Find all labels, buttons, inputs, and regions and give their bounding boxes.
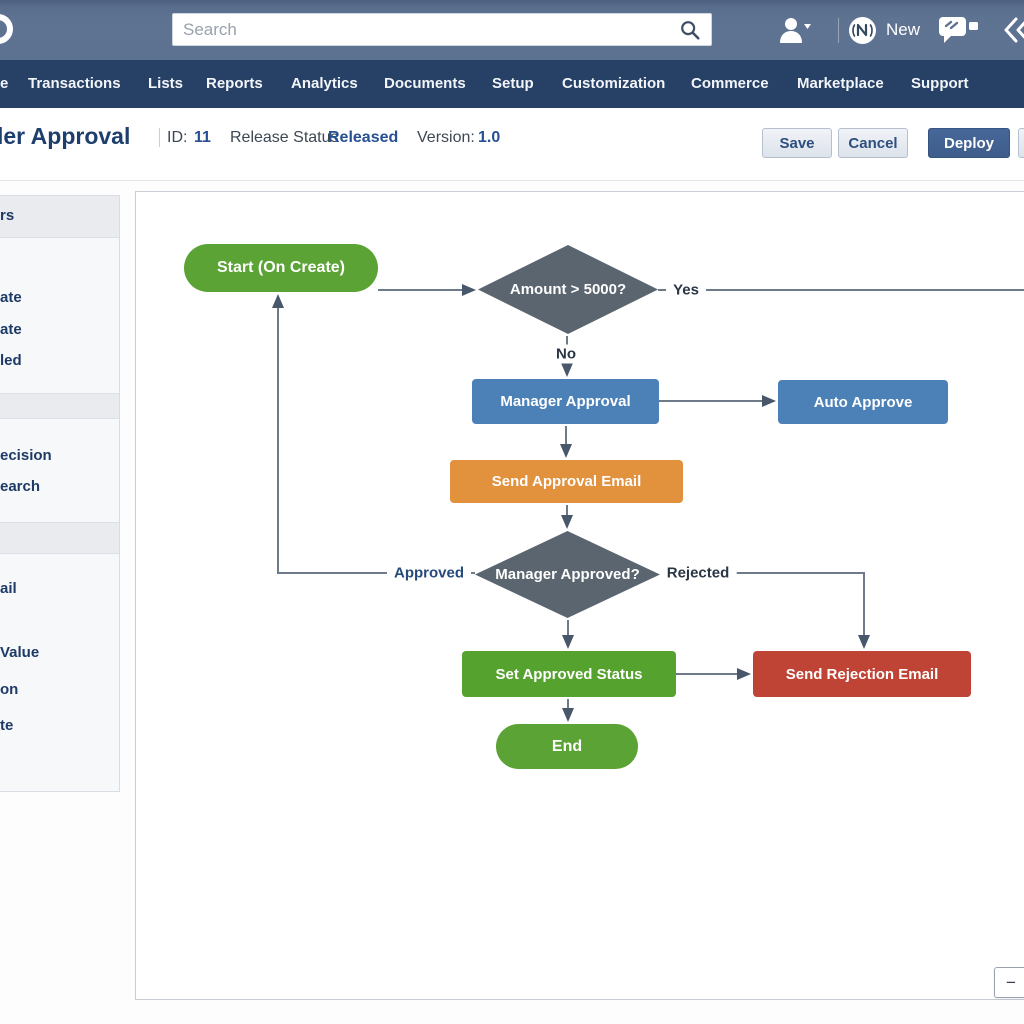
nav-tab-fragment[interactable]: e [0, 75, 9, 92]
sidebar-item[interactable]: ecision [0, 447, 52, 464]
version-value: 1.0 [478, 129, 501, 146]
search-icon[interactable] [679, 19, 701, 41]
cancel-button[interactable]: Cancel [838, 128, 908, 158]
release-status-label: Release Status [230, 129, 339, 146]
edge-label-rejected: Rejected [659, 563, 737, 583]
edge-approved-loop [272, 294, 475, 574]
edge-label-no: No [549, 344, 583, 364]
sidebar-section-header: rs [0, 196, 119, 238]
edge-label-approved: Approved [386, 563, 472, 583]
deploy-button[interactable]: Deploy [928, 128, 1010, 158]
node-auto-approve[interactable]: Auto Approve [778, 380, 948, 424]
version-label: Version: [417, 129, 475, 146]
edge-label-yes: Yes [666, 280, 706, 300]
sidebar-header-fragment: rs [0, 207, 15, 224]
edge-rejected [660, 572, 870, 649]
app-logo-icon [0, 14, 13, 44]
node-manager-approval[interactable]: Manager Approval [472, 379, 659, 424]
record-header: ler Approval ID: 11 Release Status Relea… [0, 108, 1024, 181]
topbar-divider [838, 18, 839, 43]
top-bar: New [0, 0, 1024, 60]
partial-button[interactable] [1018, 128, 1024, 158]
action-palette-sidebar: rs ate ate led ecision earch ail Value o… [0, 195, 120, 792]
meta-divider [159, 128, 160, 147]
page-title: ler Approval [0, 123, 131, 149]
sidebar-item[interactable]: ail [0, 580, 17, 597]
messages-button[interactable] [938, 0, 980, 60]
chat-bubble-icon [939, 17, 978, 43]
new-label: New [886, 20, 921, 39]
save-button[interactable]: Save [762, 128, 832, 158]
id-value: 11 [194, 129, 211, 146]
sidebar-section-header [0, 393, 119, 419]
sidebar-item[interactable]: earch [0, 478, 41, 495]
global-search [172, 13, 712, 46]
user-icon [780, 18, 811, 43]
main-nav: e Transactions Lists Reports Analytics D… [0, 60, 1024, 108]
release-status-value: Released [328, 129, 399, 146]
nav-tab-documents[interactable]: Documents [384, 75, 466, 92]
node-set-approved-status[interactable]: Set Approved Status [462, 651, 676, 697]
nav-tab-customization[interactable]: Customization [562, 75, 666, 92]
nav-tab-support[interactable]: Support [911, 75, 969, 92]
nav-tab-setup[interactable]: Setup [492, 75, 534, 92]
sidebar-item[interactable]: led [0, 352, 22, 369]
node-send-approval-email[interactable]: Send Approval Email [450, 460, 683, 503]
sidebar-item[interactable]: Value [0, 644, 40, 661]
new-feature-icon [849, 16, 876, 44]
id-label: ID: [167, 129, 188, 146]
caret-down-icon [804, 24, 811, 29]
sidebar-item[interactable]: ate [0, 321, 22, 338]
nav-tab-analytics[interactable]: Analytics [291, 75, 358, 92]
search-input[interactable] [183, 14, 673, 45]
nav-tab-reports[interactable]: Reports [206, 75, 263, 92]
sidebar-item[interactable]: ate [0, 289, 22, 306]
sidebar-item[interactable]: te [0, 717, 14, 734]
nav-tab-commerce[interactable]: Commerce [691, 75, 769, 92]
node-start[interactable]: Start (On Create) [184, 244, 378, 292]
sidebar-section-header [0, 522, 119, 554]
nav-tab-transactions[interactable]: Transactions [28, 75, 121, 92]
node-send-rejection-email[interactable]: Send Rejection Email [753, 651, 971, 697]
collapse-chevrons-icon[interactable] [1004, 0, 1024, 60]
nav-tab-marketplace[interactable]: Marketplace [797, 75, 884, 92]
node-end[interactable]: End [496, 724, 638, 769]
user-menu[interactable] [778, 0, 812, 60]
sidebar-item[interactable]: on [0, 681, 19, 698]
zoom-out-button[interactable]: − [994, 967, 1024, 998]
workflow-canvas[interactable]: Start (On Create) Amount > 5000? Manager… [135, 191, 1024, 1000]
new-feature-button[interactable]: New [848, 0, 920, 60]
nav-tab-lists[interactable]: Lists [148, 75, 184, 92]
